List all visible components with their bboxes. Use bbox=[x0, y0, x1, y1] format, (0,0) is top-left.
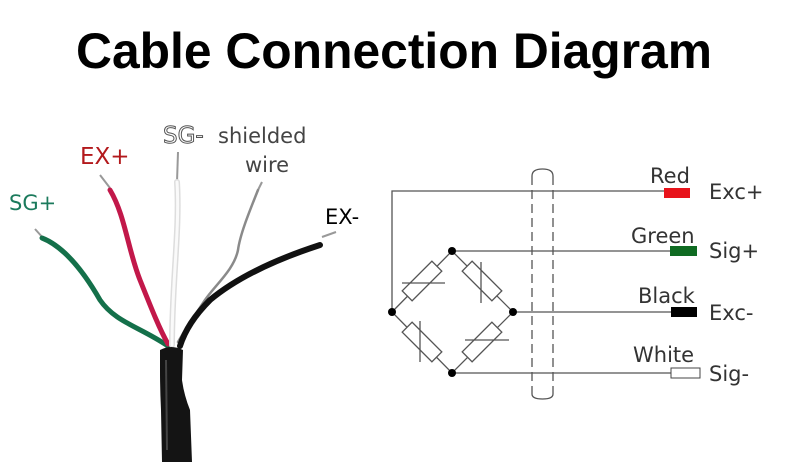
bridge-nodes bbox=[388, 247, 517, 377]
cable-shield-bottom bbox=[531, 393, 554, 400]
exc-plus-line bbox=[391, 190, 665, 312]
white-terminal bbox=[670, 367, 701, 379]
page-title: Cable Connection Diagram bbox=[76, 23, 712, 79]
label-shielded: shielded bbox=[218, 124, 306, 148]
white-wire-core bbox=[170, 180, 180, 347]
cable-shield bbox=[531, 176, 554, 394]
label-wire: wire bbox=[245, 153, 289, 177]
signal-exc-plus: Exc+ bbox=[709, 180, 763, 204]
green-wire bbox=[39, 235, 171, 349]
resistor-bottom-left bbox=[401, 321, 443, 363]
green-terminal bbox=[670, 246, 697, 256]
red-terminal bbox=[664, 188, 690, 198]
label-ex-plus: EX+ bbox=[80, 144, 130, 170]
label-ex-minus: EX- bbox=[325, 205, 359, 229]
label-sg-plus: SG+ bbox=[9, 191, 56, 215]
resistor-bottom-right bbox=[461, 321, 509, 363]
black-terminal bbox=[671, 307, 697, 317]
resistor-top-left bbox=[401, 260, 445, 302]
cable-highlight bbox=[165, 359, 168, 451]
bridge-schematic bbox=[388, 168, 671, 400]
wire-color-black: Black bbox=[638, 284, 696, 308]
signal-exc-minus: Exc- bbox=[709, 301, 753, 325]
red-wire bbox=[107, 187, 171, 347]
bridge-outline bbox=[391, 250, 514, 374]
label-sg-minus: SG- bbox=[163, 123, 204, 149]
wire-color-white: White bbox=[633, 343, 694, 367]
resistor-top-right bbox=[461, 260, 503, 303]
wire-color-red: Red bbox=[650, 164, 690, 188]
cable-photo: SG+ EX+ SG- shielded wire EX- bbox=[9, 123, 359, 462]
cable-shield-top bbox=[531, 168, 554, 177]
black-wire bbox=[177, 242, 323, 349]
signal-sig-minus: Sig- bbox=[709, 362, 749, 386]
cable-jacket bbox=[160, 347, 192, 462]
signal-sig-plus: Sig+ bbox=[709, 239, 759, 263]
wire-color-green: Green bbox=[631, 224, 695, 248]
